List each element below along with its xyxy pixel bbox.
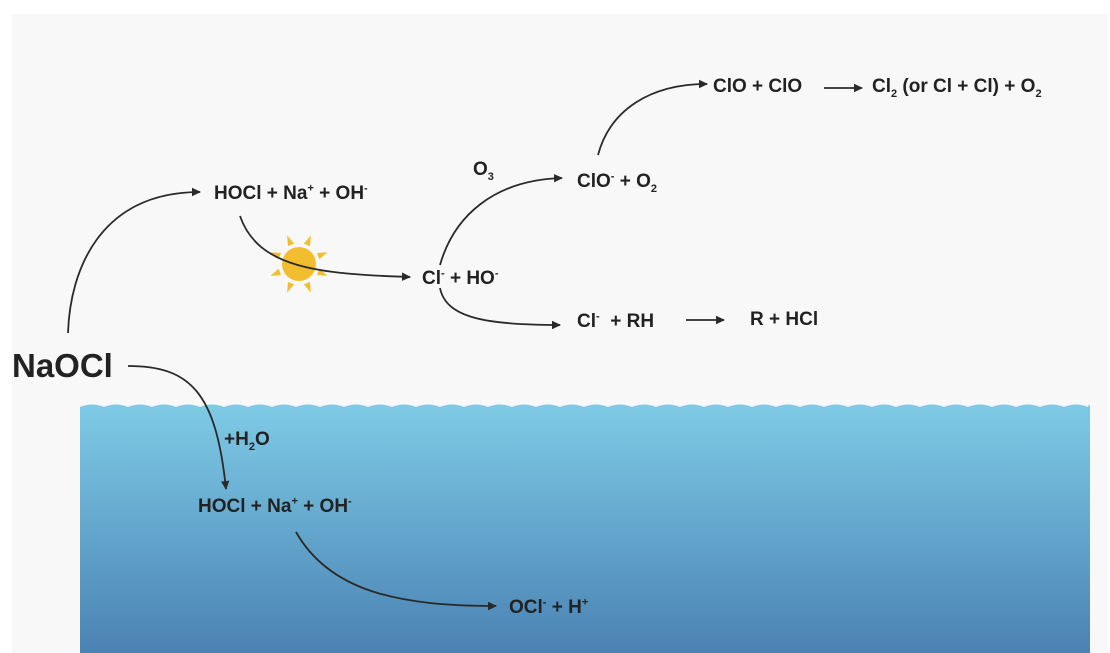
clo-o2-sup: - [610, 170, 615, 183]
arrow-cl-ho-to-clo-o2 [439, 174, 563, 266]
arrow-naocl-to-air-hocl [67, 187, 201, 334]
sun-ray [287, 281, 295, 293]
o3-sub: 3 [487, 170, 494, 183]
cl-rh-text-2: + RH [599, 311, 655, 332]
clo-clo-label: ClO + ClO [713, 76, 803, 97]
arrow-naocl-to-water-hocl [127, 365, 230, 490]
cl2-text-1: Cl [872, 76, 891, 97]
clo-o2-text-1: ClO [577, 171, 611, 192]
arrow-water-hocl-to-ocl-h [295, 531, 497, 611]
clo-o2-label: ClO- + O2 [577, 170, 657, 194]
cl-ho-sup-2: - [494, 267, 499, 280]
cl2-sub-2: 2 [1035, 87, 1042, 100]
h2o-label: +H2O [224, 429, 270, 452]
h2o-text-2: O [254, 429, 270, 450]
water-hocl-text-1: HOCl + Na [198, 496, 292, 517]
water-hocl-sup-2: - [348, 495, 352, 508]
sun-ray [303, 281, 311, 293]
arrow-air-hocl-to-cl-ho [239, 215, 411, 281]
cl-ho-text-2: + HO [444, 268, 495, 289]
air-hocl-text-2: + OH [313, 183, 365, 204]
ocl-h-sup-2: + [581, 596, 589, 609]
water-hocl-sup-1: + [291, 495, 298, 508]
clo-o2-text-2: + O [614, 171, 651, 192]
clo-o2-sub: 2 [650, 182, 658, 195]
air-hocl-na-oh-label: HOCl + Na+ + OH- [214, 182, 368, 204]
ocl-h-text-1: OCl [509, 597, 543, 618]
cl-ho-sup-1: - [441, 267, 445, 280]
cl-rh-text-1: Cl [577, 311, 596, 332]
naocl-label: NaOCl [12, 347, 113, 384]
o3-text: O [473, 159, 488, 180]
o3-label: O3 [473, 159, 494, 182]
sun-ray [270, 268, 282, 276]
sun-ray [287, 235, 295, 247]
cl2-sub-1: 2 [891, 87, 898, 100]
cl-ho-text-1: Cl [422, 268, 441, 289]
water-hocl-text-2: + OH [297, 496, 349, 517]
air-hocl-text-1: HOCl + Na [214, 183, 308, 204]
h2o-sub: 2 [248, 440, 255, 453]
ocl-h-sup-1: - [542, 596, 547, 609]
water-body [80, 404, 1090, 653]
air-hocl-sup-2: - [364, 182, 368, 195]
ocl-h-label: OCl- + H+ [509, 596, 589, 618]
water-hocl-na-oh-label: HOCl + Na+ + OH- [198, 495, 352, 517]
air-hocl-sup-1: + [307, 182, 314, 195]
cl-rh-sup: - [596, 310, 600, 323]
sun-ray [316, 252, 328, 260]
cl2-text-2: (or Cl + Cl) + O [897, 76, 1036, 97]
r-hcl-label: R + HCl [750, 309, 819, 330]
cl-ho-label: Cl- + HO- [422, 267, 499, 289]
cl-rh-label: Cl- + RH [577, 310, 655, 332]
ocl-h-text-2: + H [546, 597, 582, 618]
arrow-cl-ho-to-cl-rh [439, 287, 561, 330]
sun-ray [303, 235, 311, 247]
cl2-o2-label: Cl2 (or Cl + Cl) + O2 [872, 76, 1042, 99]
h2o-text-1: +H [224, 429, 249, 450]
arrow-clo-o2-to-clo-clo [597, 79, 708, 156]
